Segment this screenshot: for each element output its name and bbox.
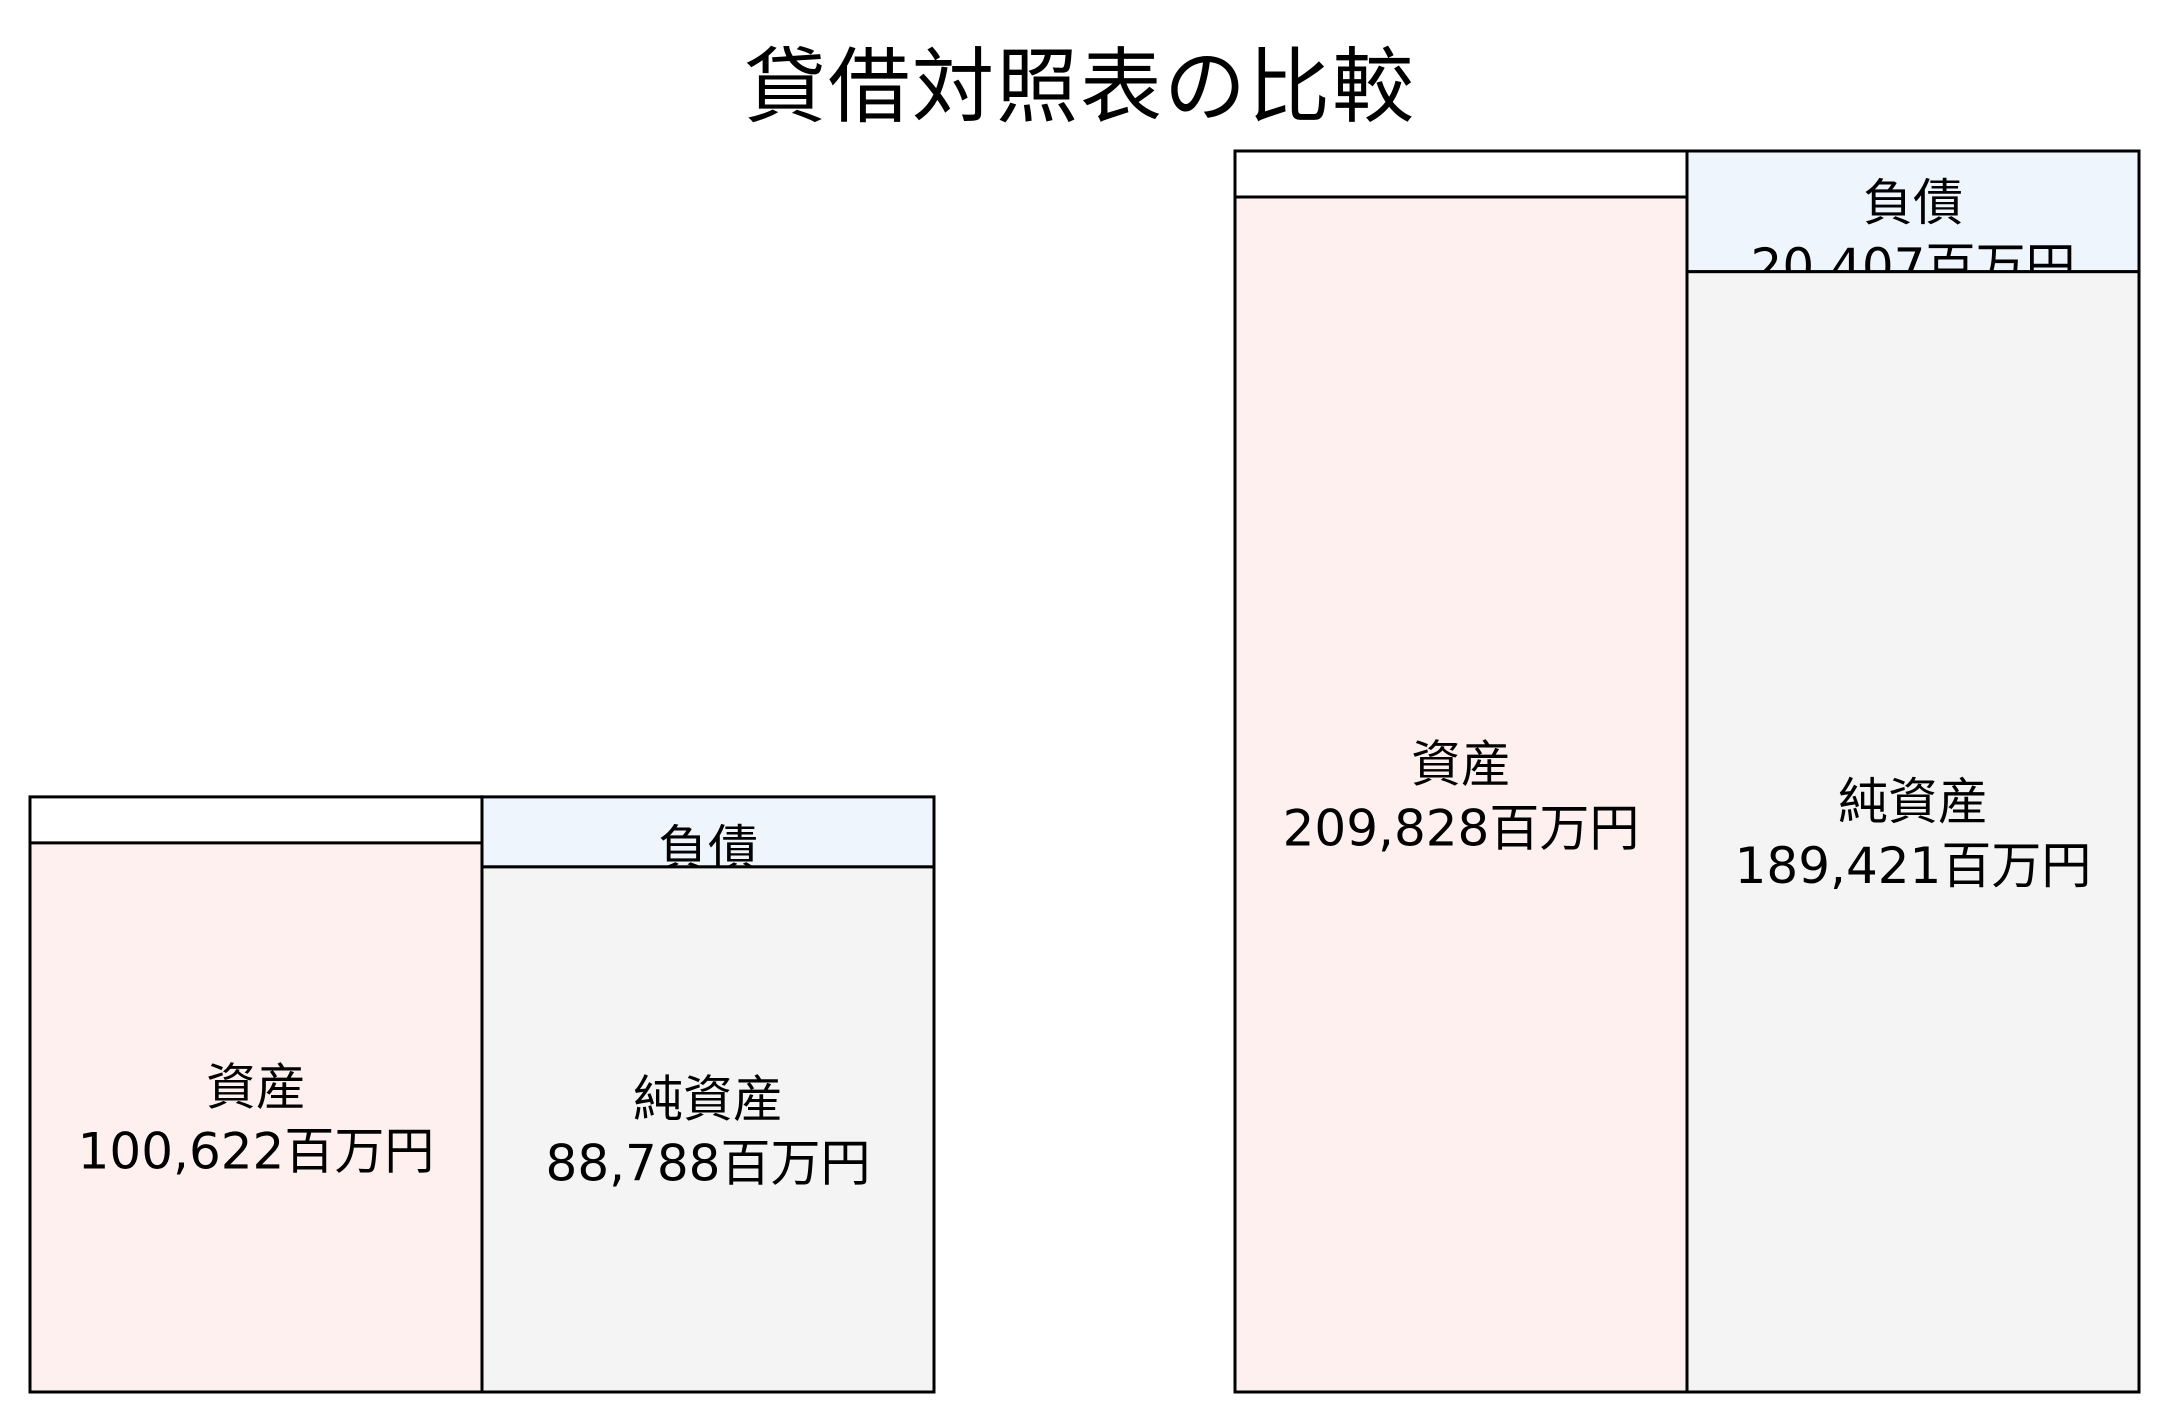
liabilities-value-label: 20,407百万円 bbox=[1751, 238, 2076, 296]
net-assets-label: 純資産 bbox=[1838, 773, 1988, 831]
net-assets-bar bbox=[480, 865, 936, 1394]
label-group: 純資産 189,421百万円 bbox=[1735, 773, 2092, 895]
assets-label: 資産 bbox=[206, 1058, 306, 1116]
label-group: 負債 20,407百万円 bbox=[1751, 174, 2076, 296]
assets-value-label: 209,828百万円 bbox=[1283, 800, 1640, 858]
liabilities-label: 負債 bbox=[1863, 174, 1963, 232]
assets-bar bbox=[1233, 195, 1689, 1394]
assets-label: 資産 bbox=[1411, 736, 1511, 794]
label-group: 資産 100,622百万円 bbox=[78, 1058, 435, 1180]
net-assets-label: 純資産 bbox=[633, 1070, 783, 1128]
liabilities-bar bbox=[1685, 149, 2141, 274]
label-group: 負債11,834百万円 bbox=[658, 820, 758, 878]
liabilities-label: 負債 bbox=[658, 820, 758, 878]
net-assets-value-label: 88,788百万円 bbox=[546, 1134, 871, 1192]
net-assets-bar bbox=[1685, 270, 2141, 1394]
liabilities-bar bbox=[480, 795, 936, 869]
label-group: 純資産 88,788百万円 bbox=[546, 1070, 871, 1192]
chart-title: 貸借対照表の比較 bbox=[743, 40, 1416, 135]
assets-value-label: 100,622百万円 bbox=[78, 1122, 435, 1180]
assets-bar bbox=[28, 841, 484, 1394]
net-assets-value-label: 189,421百万円 bbox=[1735, 837, 2092, 895]
label-group: 資産 209,828百万円 bbox=[1283, 736, 1640, 858]
